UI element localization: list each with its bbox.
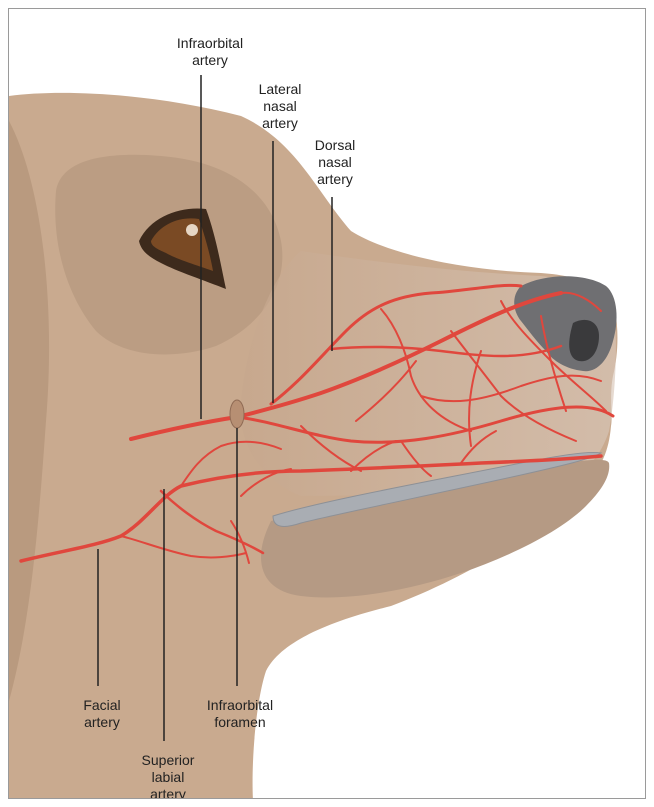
eye-highlight bbox=[186, 224, 198, 236]
label-dorsal-nasal-artery: Dorsal nasal artery bbox=[300, 137, 370, 188]
label-superior-labial-artery: Superior labial artery bbox=[133, 752, 203, 799]
label-infraorbital-foramen: Infraorbital foramen bbox=[195, 697, 285, 731]
infraorbital-foramen-mark bbox=[230, 400, 244, 428]
dog-head-illustration bbox=[8, 8, 646, 799]
label-facial-artery: Facial artery bbox=[67, 697, 137, 731]
label-lateral-nasal-artery: Lateral nasal artery bbox=[245, 81, 315, 132]
label-infraorbital-artery: Infraorbital artery bbox=[165, 35, 255, 69]
figure-frame: Infraorbital artery Lateral nasal artery… bbox=[8, 8, 646, 799]
